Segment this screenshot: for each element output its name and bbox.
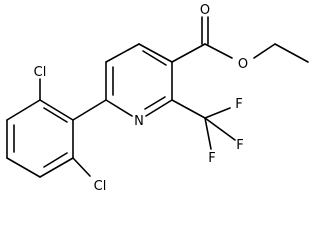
bond <box>6 99 41 121</box>
bond <box>204 117 236 141</box>
chlorine-label: Cl <box>94 179 107 194</box>
double-bond-inner <box>144 96 166 110</box>
biaryl-bond <box>72 99 107 121</box>
bond <box>204 43 233 59</box>
bond <box>171 43 206 63</box>
ester-oxygen-label: O <box>238 57 248 72</box>
fluorine-label: F <box>208 151 215 166</box>
bond <box>171 99 206 119</box>
chlorine-label: Cl <box>34 65 47 80</box>
dichlorophenyl-ring <box>6 99 74 178</box>
bond <box>253 43 276 59</box>
bond <box>72 157 91 177</box>
pyridine-ring <box>105 43 173 117</box>
bond <box>204 117 212 150</box>
double-bond-inner <box>142 50 167 66</box>
chemical-structure: Cl Cl N O O F F F <box>6 3 309 194</box>
ethyl-ester-group <box>171 16 309 63</box>
bond <box>105 99 133 117</box>
bond <box>145 99 173 117</box>
carbonyl-oxygen-label: O <box>200 3 210 18</box>
bond <box>105 43 140 63</box>
bond <box>274 43 309 63</box>
fluorine-label: F <box>236 138 243 153</box>
bond <box>138 43 173 63</box>
bond <box>39 99 74 121</box>
bond <box>39 157 74 178</box>
nitrogen-label: N <box>134 114 144 129</box>
fluorine-label: F <box>235 97 242 112</box>
bond <box>204 107 231 119</box>
trifluoromethyl-group <box>171 99 236 150</box>
double-bond-inner <box>43 152 68 168</box>
double-bond-inner <box>43 107 68 123</box>
bond <box>6 157 41 178</box>
